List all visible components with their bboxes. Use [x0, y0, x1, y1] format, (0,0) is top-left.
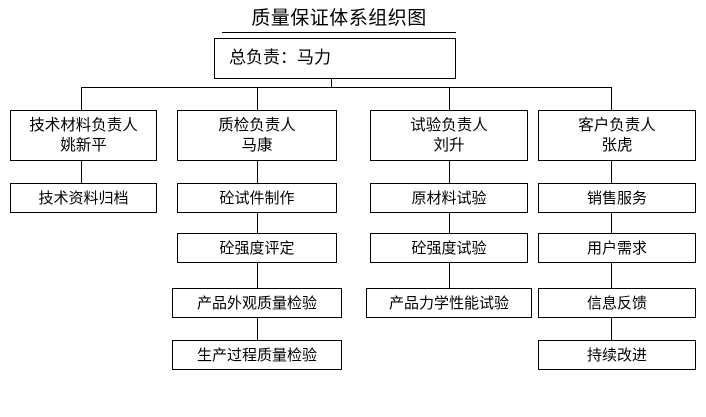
connector-horizontal-bus — [81, 87, 611, 88]
connector-drop-col-4 — [611, 87, 612, 110]
node-head-col-3[interactable]: 试验负责人 刘升 — [370, 110, 528, 161]
connector-col-1-head-to-task-1 — [81, 161, 82, 183]
page-title: 质量保证体系组织图 — [222, 6, 456, 33]
connector-col-4-task-3-to-4 — [611, 318, 612, 340]
connector-col-4-head-to-task-1 — [611, 161, 612, 183]
node-task-col-2-4[interactable]: 生产过程质量检验 — [172, 340, 342, 370]
node-root-general-manager[interactable]: 总负责：马力 — [214, 38, 456, 79]
connector-col-3-task-2-to-3 — [449, 263, 450, 288]
node-task-col-3-1[interactable]: 原材料试验 — [370, 183, 528, 213]
connector-drop-col-2 — [257, 87, 258, 110]
node-task-col-3-2[interactable]: 砼强度试验 — [370, 233, 528, 263]
connector-col-2-task-1-to-2 — [257, 213, 258, 233]
connector-col-2-head-to-task-1 — [257, 161, 258, 183]
connector-root-trunk — [331, 79, 332, 87]
node-task-col-2-1[interactable]: 砼试件制作 — [177, 183, 337, 213]
connector-col-3-head-to-task-1 — [449, 161, 450, 183]
connector-col-3-task-1-to-2 — [449, 213, 450, 233]
node-head-col-2[interactable]: 质检负责人 马康 — [177, 110, 337, 161]
connector-drop-col-3 — [449, 87, 450, 110]
connector-col-2-task-3-to-4 — [257, 318, 258, 340]
node-task-col-4-1[interactable]: 销售服务 — [538, 183, 696, 213]
node-head-col-1[interactable]: 技术材料负责人 姚新平 — [10, 110, 157, 161]
node-task-col-2-3[interactable]: 产品外观质量检验 — [172, 288, 342, 318]
node-task-col-3-3[interactable]: 产品力学性能试验 — [366, 288, 532, 318]
node-task-col-1-1[interactable]: 技术资料归档 — [10, 183, 157, 213]
node-task-col-4-3[interactable]: 信息反馈 — [538, 288, 696, 318]
connector-drop-col-1 — [81, 87, 82, 110]
node-task-col-4-2[interactable]: 用户需求 — [538, 233, 696, 263]
connector-col-4-task-1-to-2 — [611, 213, 612, 233]
node-task-col-2-2[interactable]: 砼强度评定 — [177, 233, 337, 263]
node-task-col-4-4[interactable]: 持续改进 — [538, 340, 696, 370]
connector-col-4-task-2-to-3 — [611, 263, 612, 288]
connector-col-2-task-2-to-3 — [257, 263, 258, 288]
node-head-col-4[interactable]: 客户负责人 张虎 — [538, 110, 696, 161]
